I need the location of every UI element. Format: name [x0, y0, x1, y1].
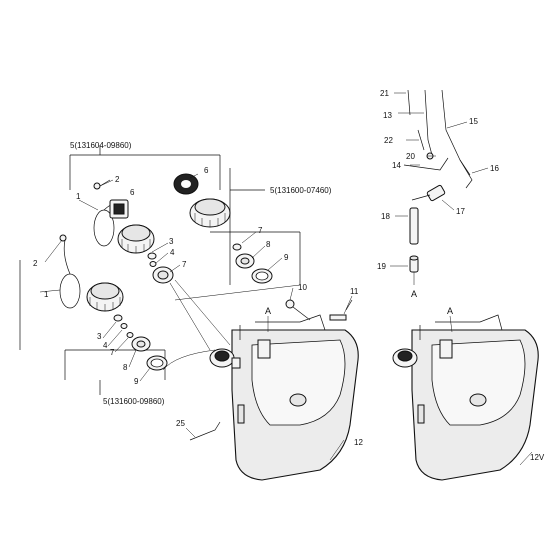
- label-part-8-b: 8: [266, 240, 271, 249]
- fuel-tank-part-12v: [392, 314, 539, 481]
- group-label-131604-09860: 5(131604-09860): [70, 141, 132, 150]
- label-part-13: 13: [383, 111, 392, 120]
- screw-part-2: [93, 179, 111, 190]
- cap-logo-part-6-b: [173, 173, 199, 195]
- bolt-part-11: [329, 299, 353, 321]
- marker-a-grommet: A: [411, 289, 417, 299]
- label-part-1-a: 1: [76, 192, 81, 201]
- label-part-20: 20: [406, 152, 415, 161]
- fuel-cap-large-a: [117, 224, 155, 254]
- label-part-12v: 12V: [530, 453, 545, 462]
- label-part-4-a: 4: [170, 248, 175, 257]
- strainer-part-8-b: [235, 253, 255, 269]
- hose-part-15: [441, 89, 471, 176]
- gasket-part-9-c: [146, 355, 168, 371]
- filter-part-17: [411, 184, 446, 202]
- grommet-part-10: [285, 299, 311, 321]
- label-part-11: 11: [350, 287, 359, 296]
- group-bracket-131600-07460: [210, 168, 301, 285]
- label-part-14: 14: [392, 161, 401, 170]
- label-part-12: 12: [354, 438, 363, 447]
- hose-part-21: [407, 89, 411, 116]
- hose-part-14: [403, 157, 449, 171]
- label-part-18: 18: [381, 212, 390, 221]
- label-part-9-b: 9: [284, 253, 289, 262]
- label-part-2-c: 2: [33, 259, 38, 268]
- marker-a-tank-12: A: [265, 306, 271, 316]
- hose-part-25: [189, 421, 221, 441]
- washer-part-3-a: [147, 252, 157, 260]
- fuel-cap-large-b: [189, 198, 231, 228]
- fuel-cap-large-c: [86, 282, 124, 312]
- label-part-7-a: 7: [182, 260, 187, 269]
- tank-filler-neck: [209, 348, 241, 369]
- label-part-16: 16: [490, 164, 499, 173]
- screw-part-2-c: [59, 234, 67, 242]
- label-part-6-b: 6: [204, 166, 209, 175]
- hose-part-13: [424, 89, 433, 156]
- label-part-3-c: 3: [97, 332, 102, 341]
- strainer-part-8-c: [131, 336, 151, 352]
- label-part-19: 19: [377, 262, 386, 271]
- group-label-131600-07460: 5(131600-07460): [270, 186, 332, 195]
- label-part-1-c: 1: [44, 290, 49, 299]
- marker-a-tank-12v: A: [447, 306, 453, 316]
- fitting-part-16: [459, 159, 473, 189]
- label-part-8-c: 8: [123, 363, 128, 372]
- label-part-21: 21: [380, 89, 389, 98]
- nut-part-4-a: [149, 261, 157, 267]
- label-part-4-c: 4: [103, 341, 108, 350]
- label-part-7-b: 7: [258, 226, 263, 235]
- strainer-part-7-a: [152, 266, 174, 284]
- label-part-3-a: 3: [169, 237, 174, 246]
- hose-part-22: [417, 129, 425, 151]
- label-part-2-a: 2: [115, 175, 120, 184]
- washer-part-3-c: [113, 314, 123, 322]
- label-part-6-a: 6: [130, 188, 135, 197]
- grommet-part-19: [409, 255, 419, 273]
- label-part-17: 17: [456, 207, 465, 216]
- label-part-7-c: 7: [110, 348, 115, 357]
- tube-part-18: [409, 207, 419, 245]
- washer-part-7-c: [126, 332, 134, 338]
- label-part-10: 10: [298, 283, 307, 292]
- label-part-15: 15: [469, 117, 478, 126]
- strap-loop-part-1-c: [59, 239, 81, 309]
- label-part-9-c: 9: [134, 377, 139, 386]
- cap-part-6-a: [109, 199, 129, 219]
- fuel-tank-part-12: [231, 314, 359, 481]
- nut-part-4-c: [120, 323, 128, 329]
- group-bracket-131604-09860: [69, 145, 221, 190]
- label-part-22: 22: [384, 136, 393, 145]
- group-label-131600-09860: 5(131600-09860): [103, 397, 165, 406]
- label-part-25: 25: [176, 419, 185, 428]
- washer-part-7-b: [232, 243, 242, 251]
- gasket-part-9-b: [251, 268, 273, 284]
- group-bracket-131600-09860: [19, 260, 166, 395]
